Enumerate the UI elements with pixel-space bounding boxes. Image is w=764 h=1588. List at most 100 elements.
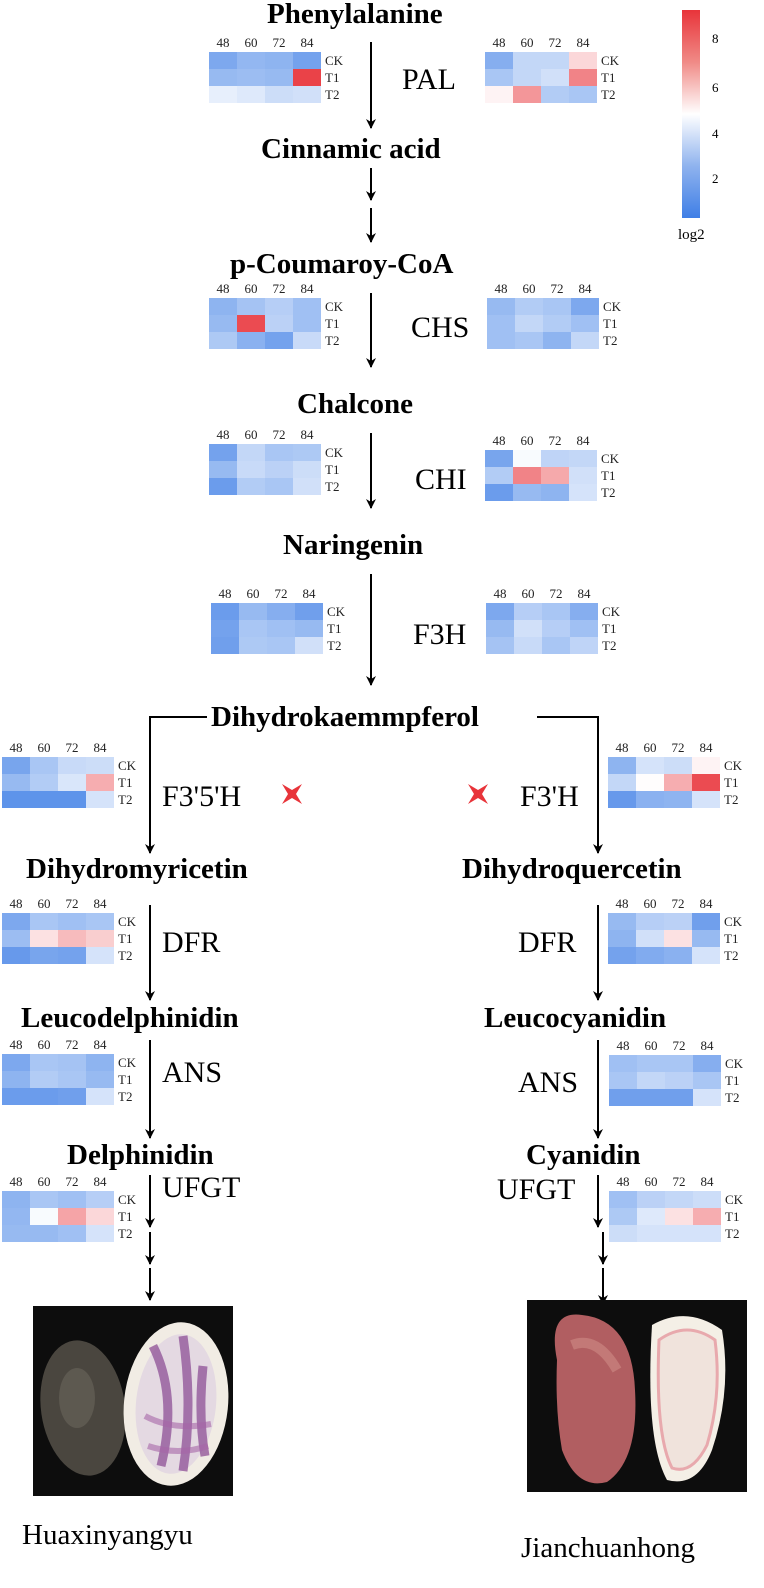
heatmap-cell [608,930,636,947]
heatmap-cell [515,315,543,332]
heatmap-cell [86,757,114,774]
heatmap-cell [693,1072,721,1089]
heatmap-row-label: CK [118,1192,137,1207]
heatmap-col-label: 72 [548,433,562,448]
heatmap-cell [30,1071,58,1088]
heatmap-col-label: 72 [672,1174,686,1189]
heatmap-cell [211,620,239,637]
heatmap-row-label: T2 [118,1226,133,1241]
heatmap-cell [541,69,569,86]
heatmap-cell [265,478,293,495]
heatmap-cell [2,1208,30,1225]
heatmap-cell [542,620,570,637]
heatmap-cell [30,1191,58,1208]
heatmap-cell [265,69,293,86]
heatmap-col-label: 72 [549,586,563,601]
heatmap-cell [209,444,237,461]
heatmap-cell [609,1089,637,1106]
heatmap-col-label: 60 [37,896,51,911]
heatmap-cell [664,791,692,808]
heatmap-cell [86,930,114,947]
heatmap-cell [86,913,114,930]
heatmap-col-label: 60 [37,740,51,755]
heatmap-cell [513,450,541,467]
heatmap-cell [693,1225,721,1242]
heatmap-cell [58,930,86,947]
heatmap-cell [513,52,541,69]
heatmap-col-label: 48 [218,586,232,601]
heatmap-cell [86,1088,114,1105]
heatmap-cell [211,603,239,620]
metabolite-cinnamic-acid: Cinnamic acid [261,133,441,165]
heatmap-cell [293,478,321,495]
heatmap-cell [513,484,541,501]
heatmap-cell [608,913,636,930]
heatmap-cell [693,1055,721,1072]
heatmap-cell [30,757,58,774]
heatmap-cell [265,86,293,103]
heatmap-cell [237,52,265,69]
heatmap-cell [513,467,541,484]
heatmap-cell [487,332,515,349]
heatmap-cell [609,1191,637,1208]
heatmap-cell [2,1191,30,1208]
heatmap-col-label: 60 [37,1174,51,1189]
heatmap-cell [58,1088,86,1105]
heatmap-col-label: 48 [216,281,230,296]
heatmap-col-label: 60 [522,281,536,296]
heatmap-col-label: 72 [65,1037,79,1052]
heatmap-cell [293,461,321,478]
heatmap-row-label: T1 [118,931,133,946]
caption-jianchuanhong: Jianchuanhong [521,1532,695,1564]
heatmap-cell [637,1089,665,1106]
heatmap-col-label: 72 [671,896,685,911]
heatmap-col-label: 48 [494,281,508,296]
enzyme-f35h: F3'5'H [162,780,242,813]
heatmap-row-label: T2 [118,948,133,963]
heatmap-cell [2,1088,30,1105]
heatmap-col-label: 84 [576,35,590,50]
heatmap-col-label: 48 [9,1174,23,1189]
heatmap-col-label: 48 [216,427,230,442]
photo-jianchuanhong-potato [527,1300,747,1492]
heatmap-cell [637,1191,665,1208]
heatmap-row-label: T1 [725,1073,740,1088]
heatmap-cell [58,1071,86,1088]
heatmap-cell [237,86,265,103]
photo-huaxinyangyu-potato [33,1306,233,1496]
heatmap-cell [541,467,569,484]
heatmap-cell [239,637,267,654]
heatmap-cell [487,315,515,332]
heatmap-cell [265,461,293,478]
heatmap-cell [30,1088,58,1105]
heatmap-cell [541,484,569,501]
legend-tick: 4 [712,126,719,141]
heatmap-cell [267,603,295,620]
heatmap-cell [209,298,237,315]
heatmap-row-label: CK [602,604,621,619]
heatmap-cell [2,913,30,930]
heatmap-cell [265,315,293,332]
heatmap-row-label: T1 [325,70,340,85]
heatmap-cell [58,774,86,791]
heatmap-cell [58,913,86,930]
heatmap-col-label: 84 [300,427,314,442]
heatmap-row-label: CK [118,758,137,773]
heatmap-cell [485,450,513,467]
heatmap-cell [86,947,114,964]
heatmap-col-label: 72 [550,281,564,296]
heatmap-cell [693,1191,721,1208]
heatmap-cell [209,86,237,103]
heatmap-cell [515,298,543,315]
heatmap-cell [665,1089,693,1106]
heatmap-cell [571,315,599,332]
heatmap-cell [30,913,58,930]
heatmap-col-label: 60 [643,740,657,755]
heatmap-cell [637,1208,665,1225]
heatmap-cell [86,1054,114,1071]
heatmap-cell [692,913,720,930]
enzyme-ans-right: ANS [518,1066,579,1099]
caption-huaxinyangyu: Huaxinyangyu [22,1519,193,1551]
heatmap-cell [30,791,58,808]
heatmap-col-label: 84 [578,281,592,296]
